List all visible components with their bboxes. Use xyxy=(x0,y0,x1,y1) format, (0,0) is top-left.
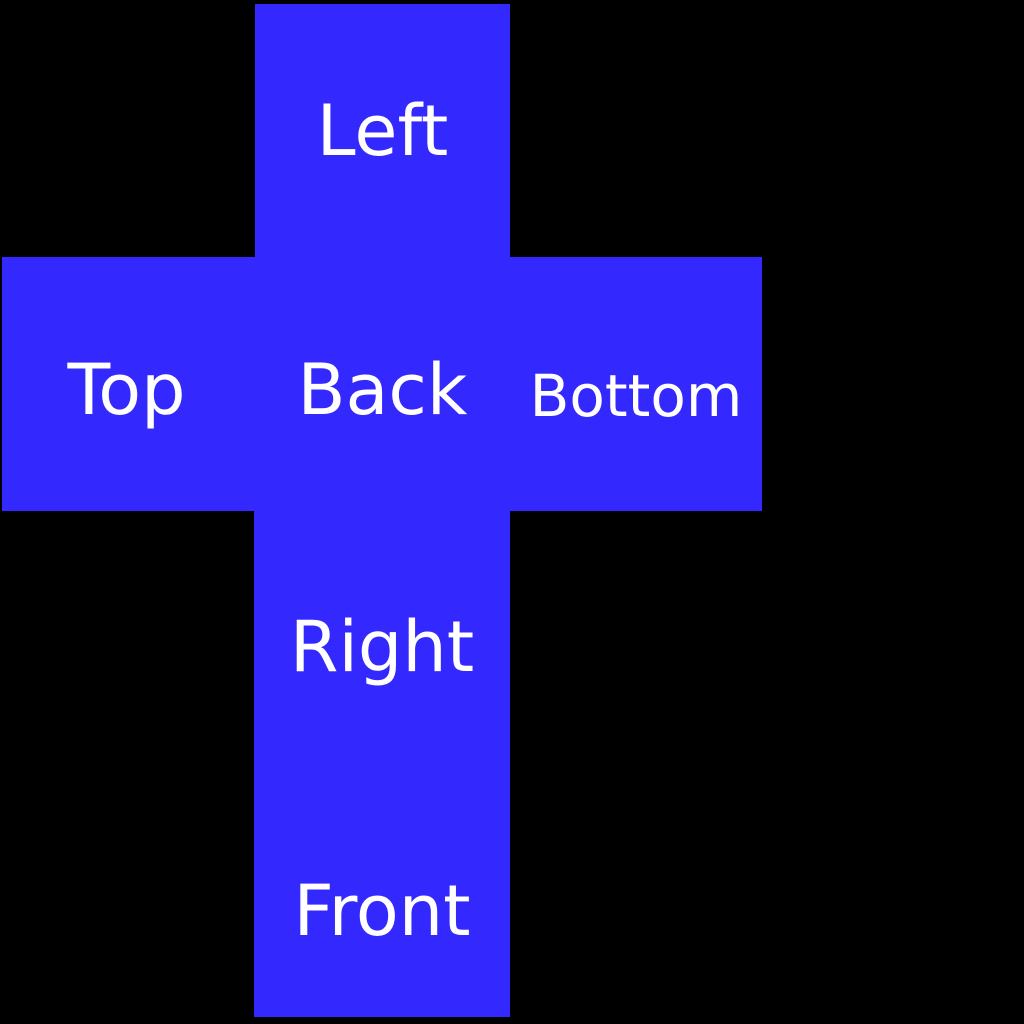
face-bottom-label: Bottom xyxy=(529,362,743,430)
face-back-label: Back xyxy=(297,349,468,431)
face-front: Front xyxy=(254,767,510,1017)
face-front-label: Front xyxy=(293,870,471,952)
face-left: Left xyxy=(255,4,510,257)
face-right: Right xyxy=(254,511,510,767)
face-back: Back xyxy=(255,257,510,511)
face-top-label: Top xyxy=(67,349,186,431)
face-right-label: Right xyxy=(289,606,475,688)
face-top: Top xyxy=(2,257,255,511)
face-left-label: Left xyxy=(316,89,449,172)
face-bottom: Bottom xyxy=(510,257,762,511)
